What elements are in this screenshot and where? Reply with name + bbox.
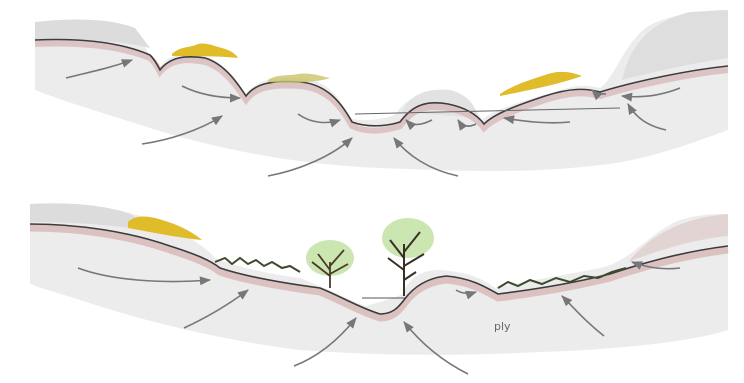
- lower-profile: ply: [30, 203, 728, 374]
- upper-yellow-veg-1: [172, 43, 238, 58]
- tree-left: [306, 240, 354, 288]
- upper-profile: [35, 10, 728, 176]
- upper-yellow-veg-2: [268, 73, 330, 82]
- bottom-panel-text: ply: [494, 320, 511, 333]
